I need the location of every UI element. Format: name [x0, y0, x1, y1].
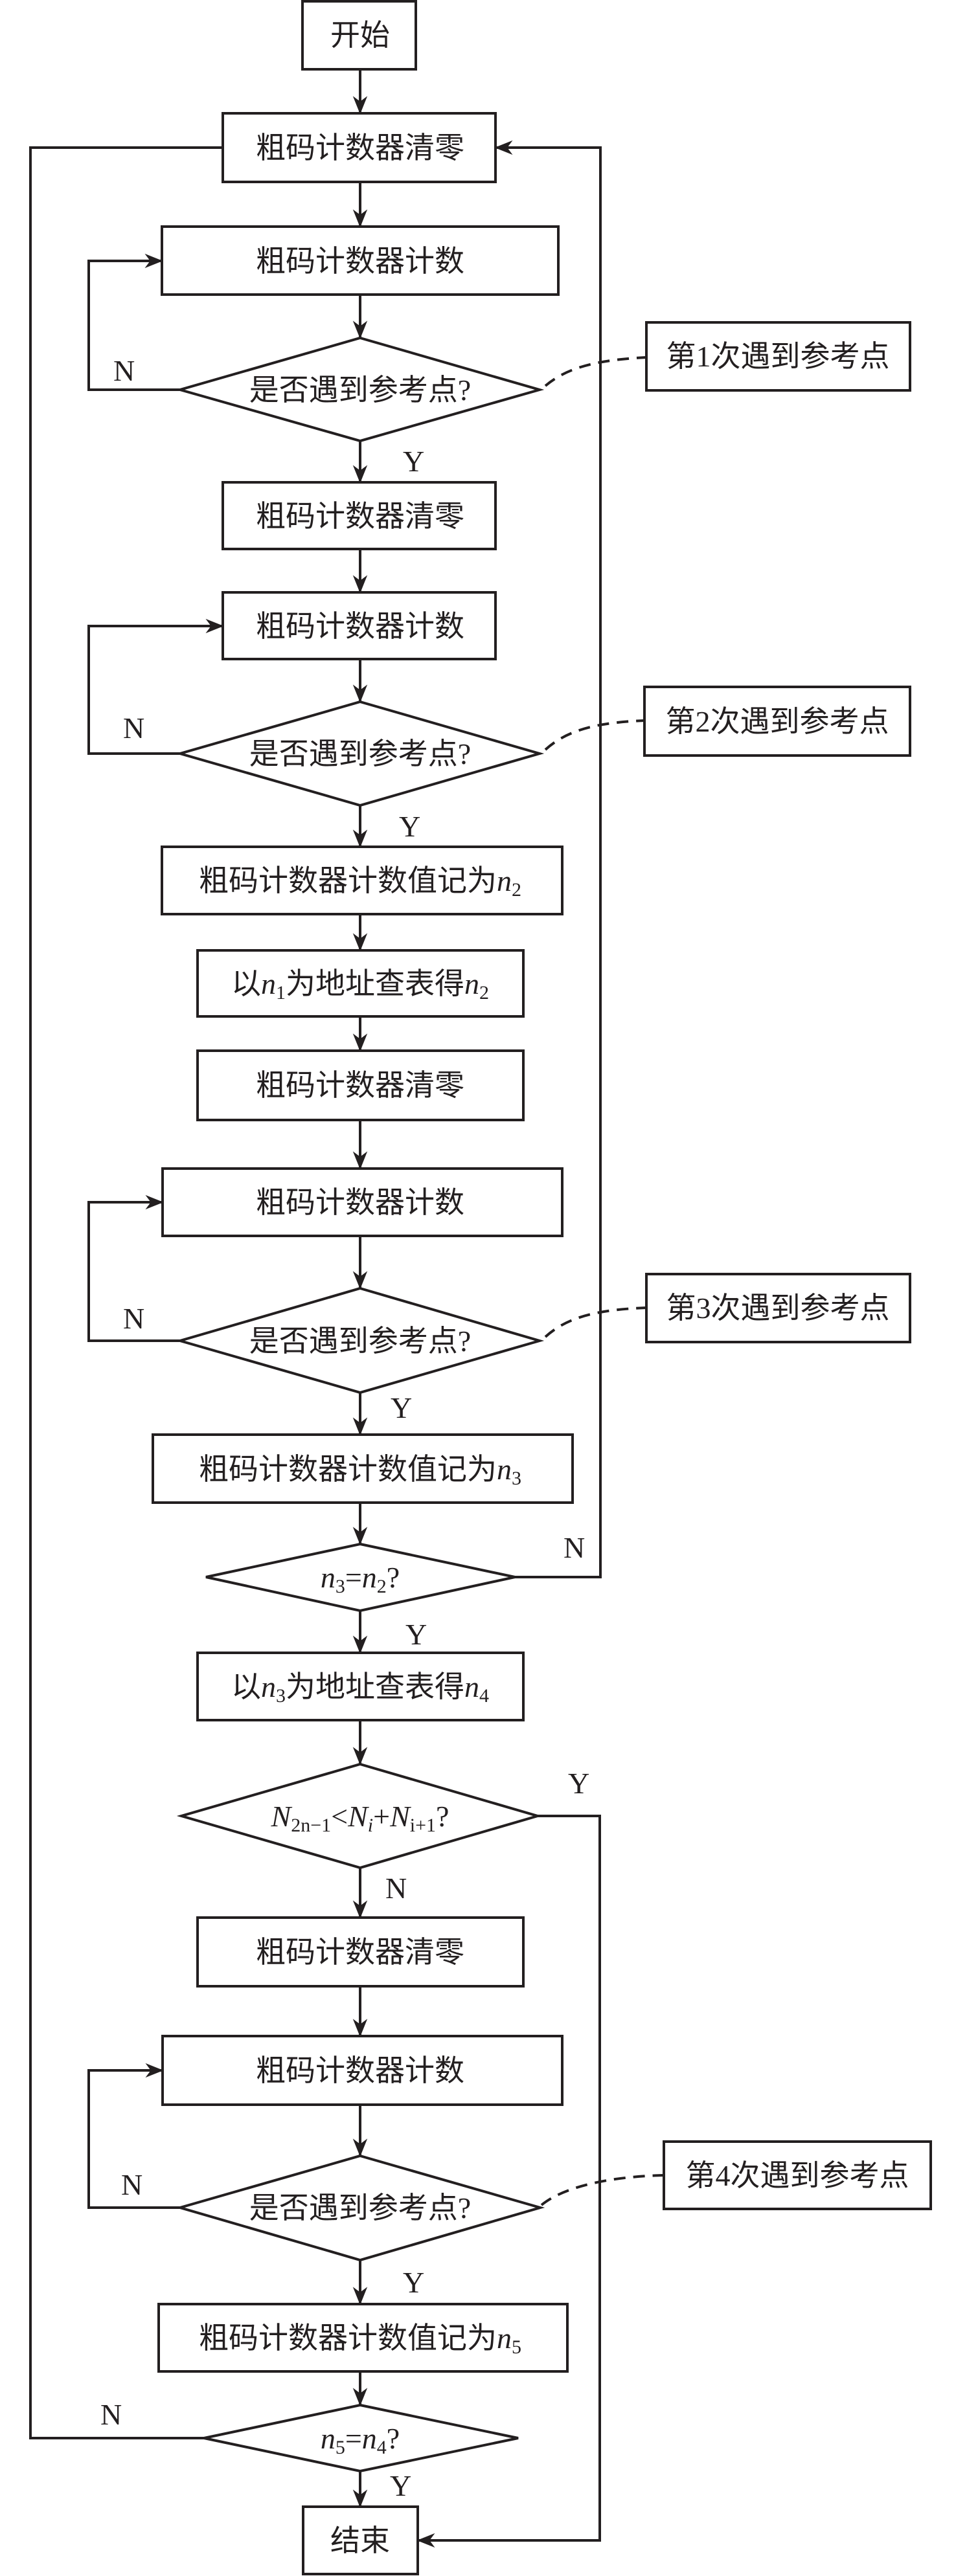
connector-ref3	[544, 1306, 647, 1338]
clear-counter-label-1: 粗码计数器清零	[256, 131, 464, 164]
nodes: 开始 粗码计数器清零 粗码计数器计数 是否遇到参考点? 第1次遇到参考点 粗码计…	[152, 0, 932, 2575]
clear-counter-label-3: 粗码计数器清零	[256, 1069, 464, 1102]
edge-cond-yes-end	[416, 1815, 601, 2548]
count-label-4: 粗码计数器计数	[256, 2054, 464, 2087]
count-box-2: 粗码计数器计数	[222, 591, 497, 660]
edges	[29, 69, 665, 2548]
connector-ref2	[544, 719, 645, 751]
compare-n5-n4-diamond: n5=n4?	[203, 2403, 519, 2473]
clear-counter-box-4: 粗码计数器清零	[196, 1916, 525, 1988]
label-cond-no: N	[385, 1872, 407, 1905]
label-check1-yes: Y	[403, 445, 424, 478]
connector-ref1	[544, 356, 647, 387]
label-check2-yes: Y	[399, 810, 420, 843]
count-label-3: 粗码计数器计数	[256, 1186, 464, 1219]
check-ref-label-4: 是否遇到参考点?	[249, 2191, 471, 2224]
label-cmp-n3-no: N	[563, 1531, 585, 1564]
compare-n3-n2-label: n3=n2?	[321, 1561, 400, 1597]
check-ref-label-3: 是否遇到参考点?	[249, 1325, 471, 1358]
check-ref-diamond-2: 是否遇到参考点?	[175, 700, 545, 807]
annotation-label-1: 第1次遇到参考点	[666, 340, 890, 373]
label-cmp-n3-yes: Y	[405, 1618, 427, 1651]
check-ref-diamond-4: 是否遇到参考点?	[175, 2154, 545, 2262]
record-n5-label: 粗码计数器计数值记为n5	[199, 2322, 521, 2358]
label-check1-no: N	[113, 354, 135, 387]
clear-counter-box-1: 粗码计数器清零	[222, 112, 497, 183]
start-label: 开始	[330, 19, 390, 52]
start-node: 开始	[301, 0, 417, 71]
annotation-box-3: 第3次遇到参考点	[645, 1273, 911, 1343]
label-cmp-n5-no: N	[100, 2398, 122, 2431]
condition-N-label: N2n−1<Ni+Ni+1?	[271, 1800, 450, 1836]
annotation-label-3: 第3次遇到参考点	[666, 1292, 890, 1325]
annotation-box-4: 第4次遇到参考点	[663, 2140, 932, 2210]
label-check2-no: N	[123, 711, 144, 745]
record-n2-label: 粗码计数器计数值记为n2	[199, 864, 521, 901]
clear-counter-label-4: 粗码计数器清零	[256, 1936, 464, 1969]
clear-counter-box-2: 粗码计数器清零	[222, 481, 497, 550]
condition-N-diamond: N2n−1<Ni+Ni+1?	[176, 1762, 543, 1870]
check-ref-diamond-3: 是否遇到参考点?	[175, 1286, 545, 1394]
check-ref-label-2: 是否遇到参考点?	[249, 737, 471, 770]
end-label: 结束	[330, 2524, 390, 2557]
count-box-3: 粗码计数器计数	[161, 1167, 563, 1237]
label-check4-no: N	[121, 2168, 142, 2201]
connector-ref4	[540, 2174, 665, 2206]
label-check3-yes: Y	[391, 1391, 412, 1424]
label-cmp-n5-yes: Y	[390, 2469, 411, 2502]
edge-check2-no-loop	[87, 618, 224, 755]
check-ref-label-1: 是否遇到参考点?	[249, 374, 471, 407]
record-n2-box: 粗码计数器计数值记为n2	[161, 846, 563, 915]
compare-n5-n4-label: n5=n4?	[321, 2422, 400, 2458]
check-ref-diamond-1: 是否遇到参考点?	[175, 336, 545, 443]
edge-check3-no-loop	[87, 1194, 180, 1342]
record-n3-label: 粗码计数器计数值记为n3	[199, 1453, 521, 1489]
count-label-1: 粗码计数器计数	[256, 245, 464, 278]
edge-cmp-n3-no-loop	[494, 140, 602, 1578]
edge-check1-no-loop	[87, 253, 180, 391]
annotation-box-2: 第2次遇到参考点	[643, 686, 911, 757]
record-n5-box: 粗码计数器计数值记为n5	[157, 2303, 569, 2373]
clear-counter-label-2: 粗码计数器清零	[256, 500, 464, 533]
edge-cmp-n5-no-loop	[29, 146, 223, 2439]
count-label-2: 粗码计数器计数	[256, 610, 464, 643]
branch-labels: N Y N Y N Y N Y Y N N Y N Y	[100, 354, 589, 2502]
annotation-box-1: 第1次遇到参考点	[645, 321, 911, 392]
end-node: 结束	[302, 2505, 419, 2575]
lookup-n1-label: 以n1为地址查表得n2	[231, 967, 489, 1003]
edge-check4-no-loop	[87, 2063, 180, 2209]
lookup-n3-box: 以n3为地址查表得n4	[196, 1652, 525, 1721]
clear-counter-box-3: 粗码计数器清零	[196, 1049, 525, 1121]
annotation-label-2: 第2次遇到参考点	[666, 705, 889, 738]
lookup-n1-box: 以n1为地址查表得n2	[196, 949, 525, 1018]
compare-n3-n2-diamond: n3=n2?	[205, 1542, 516, 1613]
lookup-n3-label: 以n3为地址查表得n4	[231, 1670, 489, 1707]
label-check3-no: N	[123, 1302, 144, 1335]
count-box-4: 粗码计数器计数	[161, 2035, 563, 2106]
label-check4-yes: Y	[403, 2266, 424, 2299]
annotation-label-4: 第4次遇到参考点	[686, 2159, 909, 2192]
record-n3-box: 粗码计数器计数值记为n3	[152, 1433, 574, 1504]
label-cond-yes: Y	[568, 1767, 589, 1800]
count-box-1: 粗码计数器计数	[161, 225, 560, 296]
